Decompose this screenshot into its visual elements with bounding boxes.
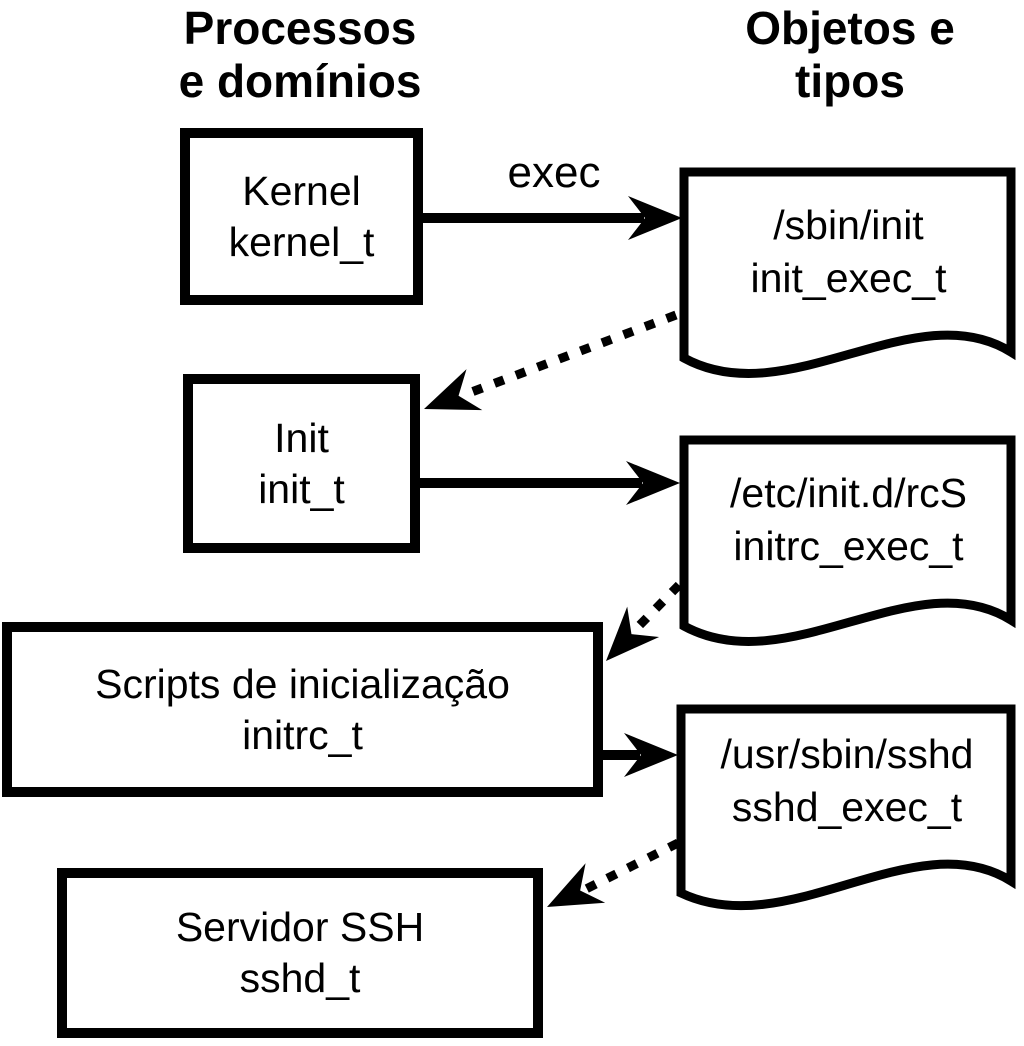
object-path: /usr/sbin/sshd (720, 731, 974, 777)
process-box-sshd: Servidor SSH sshd_t (57, 868, 543, 1038)
column-header-processes-line1: Processos (183, 2, 417, 54)
process-domain: sshd_t (239, 955, 361, 1001)
process-domain: initrc_t (242, 711, 363, 758)
solid-arrow-kernel-to-init-exec (423, 196, 682, 240)
process-domain: kernel_t (228, 218, 375, 265)
document-shape-initrc-exec (679, 435, 1016, 646)
solid-arrow-init-to-initrc-exec (420, 461, 680, 505)
process-box-kernel: Kernel kernel_t (180, 128, 423, 305)
object-label-initrc-exec: /etc/init.d/rcS initrc_exec_t (682, 442, 1015, 597)
process-name: Kernel (242, 167, 361, 214)
column-header-objects-line1: Objetos e (745, 2, 955, 54)
object-type: sshd_exec_t (731, 784, 963, 830)
process-name: Servidor SSH (175, 904, 425, 950)
process-name: Init (274, 414, 329, 461)
object-path: /sbin/init (773, 202, 924, 248)
dotted-arrow-sshd-exec-to-sshd (547, 838, 681, 907)
process-domain: init_t (258, 465, 345, 512)
solid-arrow-initrc-to-sshd-exec (601, 733, 678, 777)
object-type: initrc_exec_t (733, 522, 964, 569)
column-header-processes: Processos e domínios (60, 2, 540, 108)
exec-arrow-label: exec (507, 148, 601, 197)
document-shape-init-exec (679, 167, 1016, 378)
dotted-arrow-init-exec-to-init (424, 310, 678, 411)
column-header-processes-line2: e domínios (178, 55, 422, 107)
document-shape-sshd-exec (676, 704, 1016, 911)
process-box-init: Init init_t (183, 374, 420, 553)
dotted-arrow-initrc-exec-to-initrc (606, 581, 683, 661)
column-header-objects: Objetos e tipos (640, 2, 1024, 108)
column-header-objects-line2: tipos (795, 55, 905, 107)
process-name: Scripts de inicialização (95, 660, 510, 707)
object-path: /etc/init.d/rcS (730, 469, 967, 516)
object-label-sshd-exec: /usr/sbin/sshd sshd_exec_t (679, 706, 1015, 856)
object-type: init_exec_t (750, 255, 947, 301)
process-box-initrc: Scripts de inicialização initrc_t (2, 622, 603, 797)
object-label-init-exec: /sbin/init init_exec_t (682, 172, 1015, 332)
